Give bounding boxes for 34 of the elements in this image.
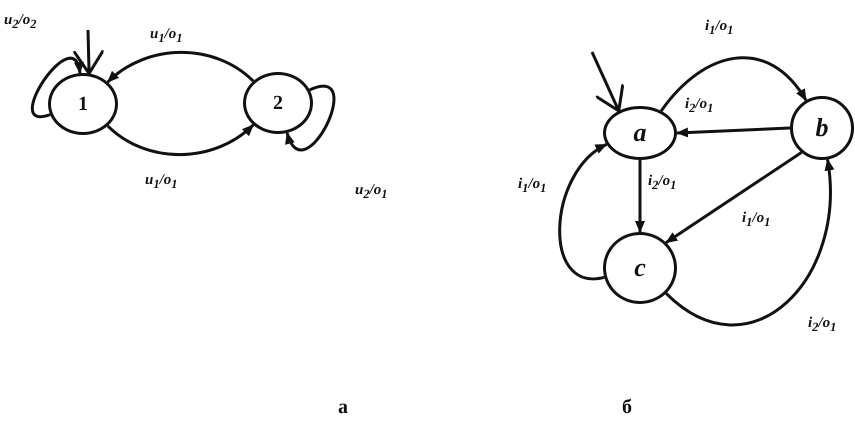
transition-arrow bbox=[558, 143, 608, 280]
state-label: 1 bbox=[78, 94, 88, 114]
edge-label: i$_{1}$/o$_{1}$ bbox=[518, 176, 546, 196]
transition-arrow bbox=[635, 160, 645, 233]
state-circle bbox=[790, 96, 854, 160]
transition-arrow bbox=[286, 84, 336, 152]
edge-label: u$_{1}$/o$_{1}$ bbox=[150, 26, 183, 46]
panel-label: а bbox=[338, 396, 348, 419]
panel-label: б bbox=[622, 396, 632, 419]
edge-label: i$_{2}$/o$_{1}$ bbox=[685, 96, 714, 116]
state-label: a bbox=[634, 120, 646, 146]
state-circle bbox=[243, 72, 313, 134]
transition-arrow bbox=[665, 151, 802, 244]
state-label: 2 bbox=[273, 93, 283, 113]
state-circle bbox=[603, 232, 677, 304]
transition-arrow bbox=[106, 124, 254, 156]
edge-label: u$_{2}$/o$_{1}$ bbox=[355, 182, 388, 202]
edge-label: u$_{2}$/o$_{2}$ bbox=[4, 12, 37, 32]
edge-label: i$_{2}$/o$_{1}$ bbox=[808, 315, 836, 335]
state-circle bbox=[48, 73, 118, 135]
transition-arrow bbox=[106, 50, 254, 84]
state-label: b bbox=[816, 115, 828, 141]
transition-arrow bbox=[665, 158, 834, 326]
transition-arrow bbox=[660, 56, 808, 112]
state-label: c bbox=[634, 255, 646, 281]
edge-label: u$_{1}$/o$_{1}$ bbox=[145, 172, 178, 192]
edge-label: i$_{2}$/o$_{1}$ bbox=[648, 173, 676, 193]
initial-arrow bbox=[590, 51, 624, 112]
initial-arrow bbox=[72, 30, 105, 75]
edge-label: i$_{1}$/o$_{1}$ bbox=[705, 18, 734, 38]
transition-arrow bbox=[30, 57, 82, 118]
state-circle bbox=[603, 106, 677, 160]
transition-arrow bbox=[676, 126, 790, 138]
edge-label: i$_{1}$/o$_{1}$ bbox=[742, 210, 770, 230]
